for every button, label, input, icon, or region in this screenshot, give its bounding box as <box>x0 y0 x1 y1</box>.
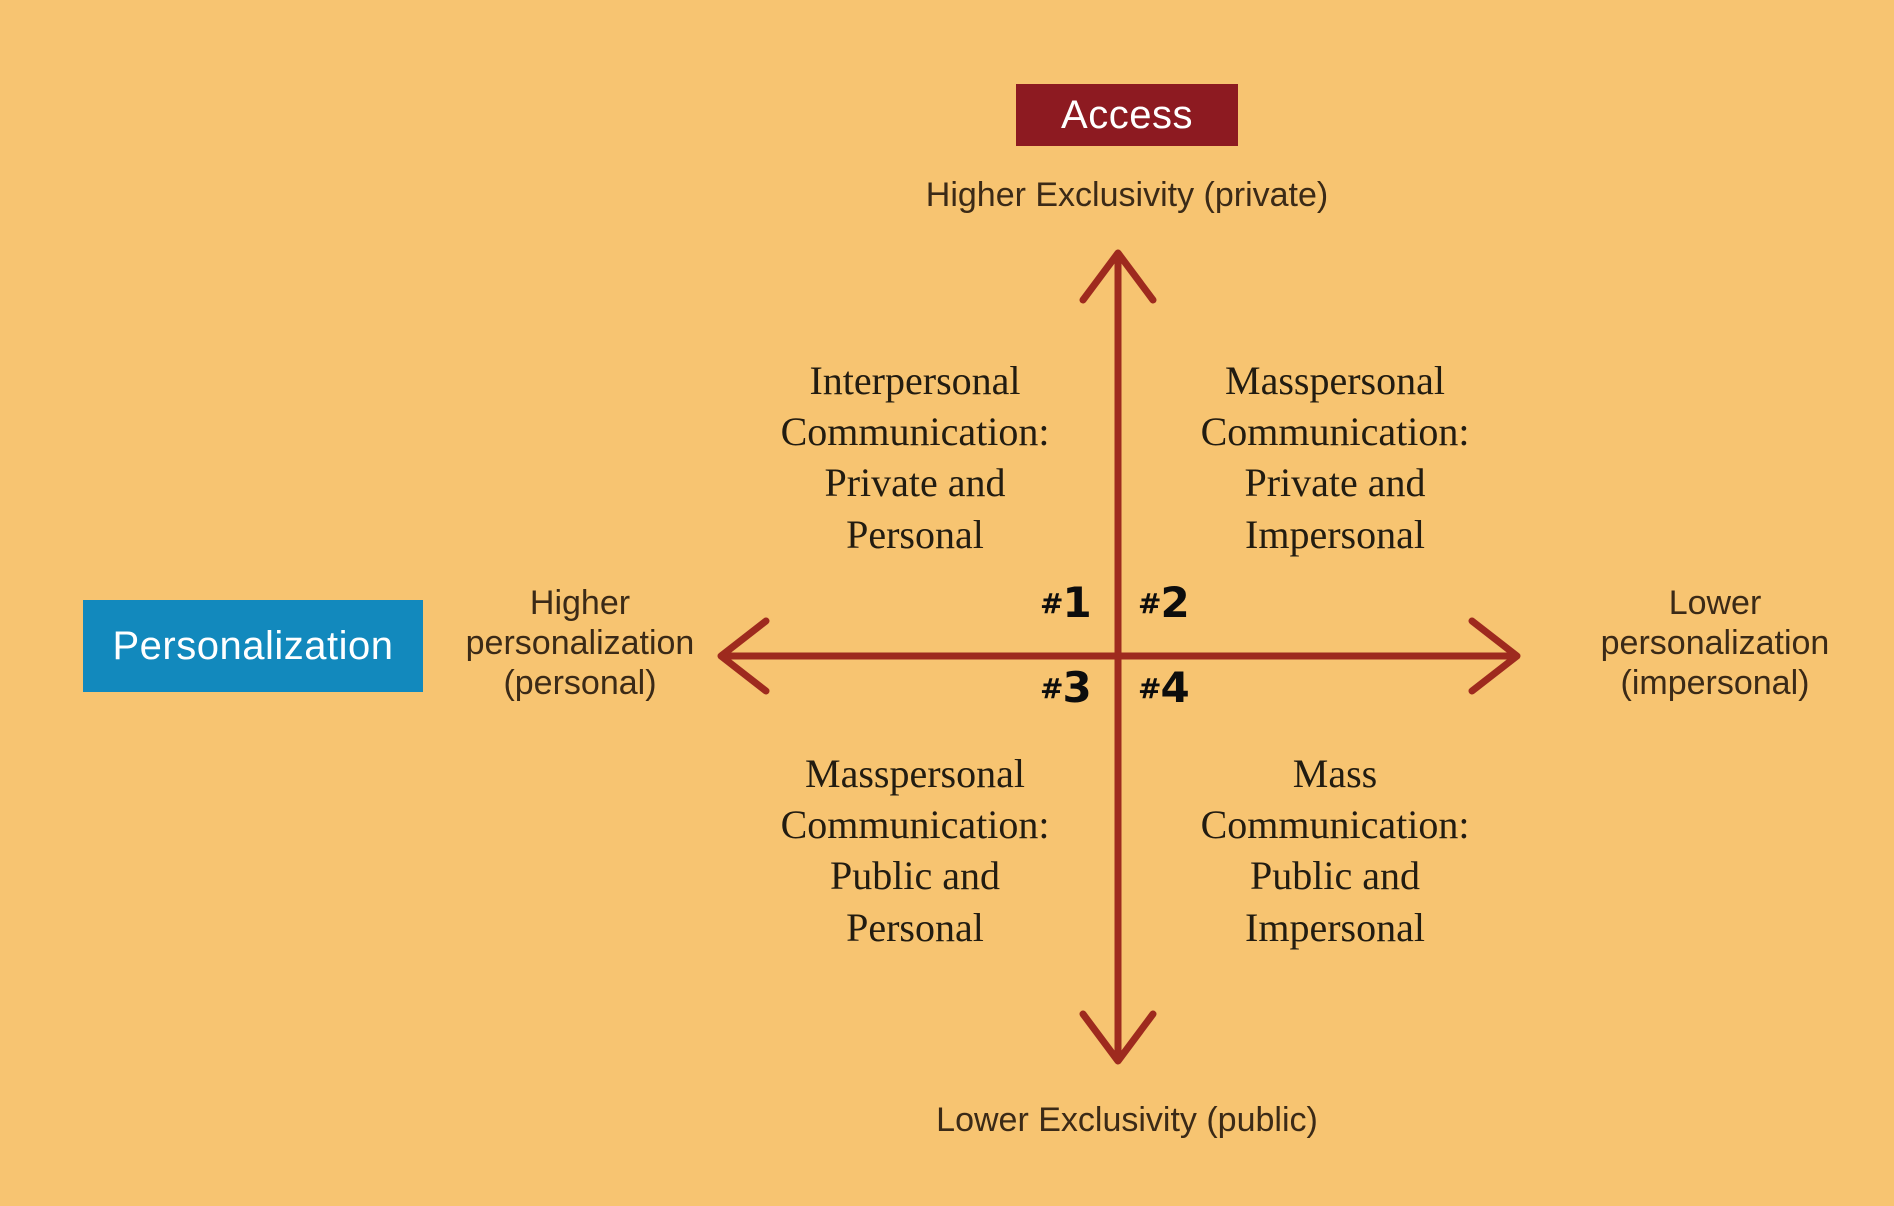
axis-label-top: Higher Exclusivity (private) <box>925 176 1329 214</box>
quadrant-3-number: #3 <box>1040 663 1092 712</box>
quadrant-3-line-1: Masspersonal <box>805 751 1025 796</box>
access-axis-badge: Access <box>1016 84 1238 146</box>
quadrant-2-text: Masspersonal Communication: Private and … <box>1145 355 1525 560</box>
quadrant-2-line-3: Private and <box>1244 460 1426 506</box>
quadrant-3-text: Masspersonal Communication: Public and P… <box>725 748 1105 953</box>
quadrant-2-line-4: Impersonal <box>1245 511 1425 557</box>
quadrant-4-line-2: Communication: <box>1200 802 1470 848</box>
axis-label-right: Lower personalization (impersonal) <box>1565 583 1865 703</box>
quadrant-1-number-value: 1 <box>1062 578 1091 627</box>
quadrant-2-line-1: Masspersonal <box>1225 358 1445 403</box>
quadrant-2-number-hash: # <box>1138 587 1161 620</box>
quadrant-1-line-1: Interpersonal <box>809 358 1021 403</box>
quadrant-4-text: Mass Communication: Public and Impersona… <box>1145 748 1525 953</box>
quadrant-4-line-4: Impersonal <box>1245 904 1425 950</box>
quadrant-4-number-hash: # <box>1138 672 1161 705</box>
quadrant-3-line-2: Communication: <box>780 802 1050 848</box>
quadrant-3-line-3: Public and <box>830 853 1000 899</box>
axis-label-left: Higher personalization (personal) <box>430 583 730 703</box>
quadrant-4-line-1: Mass <box>1292 751 1378 796</box>
quadrant-4-number: #4 <box>1138 663 1190 712</box>
axis-label-right-line-1: Lower <box>1668 584 1762 622</box>
quadrant-4-line-3: Public and <box>1250 853 1420 899</box>
axis-label-right-line-2: personalization <box>1600 624 1830 663</box>
quadrant-1-line-2: Communication: <box>780 409 1050 455</box>
horizontal-axis-right-arrowhead <box>1468 617 1521 695</box>
quadrant-1-text: Interpersonal Communication: Private and… <box>725 355 1105 560</box>
vertical-axis-up-arrowhead <box>1079 249 1157 304</box>
horizontal-axis-left-arrowhead <box>717 617 770 695</box>
axis-label-bottom: Lower Exclusivity (public) <box>936 1101 1318 1139</box>
vertical-axis-down-arrowhead <box>1079 1010 1157 1065</box>
quadrant-3-line-4: Personal <box>846 904 984 950</box>
quadrant-1-line-3: Private and <box>824 460 1006 506</box>
quadrant-3-number-hash: # <box>1040 672 1063 705</box>
axis-label-left-line-2: personalization <box>465 624 695 663</box>
quadrant-3-number-value: 3 <box>1062 663 1091 712</box>
access-axis-badge-label: Access <box>1061 92 1193 137</box>
quadrant-1-number: #1 <box>1040 578 1092 627</box>
quadrant-1-number-hash: # <box>1040 587 1063 620</box>
quadrant-1-line-4: Personal <box>846 511 984 557</box>
personalization-axis-badge-label: Personalization <box>112 623 394 668</box>
quadrant-2-number: #2 <box>1138 578 1190 627</box>
quadrant-2-line-2: Communication: <box>1200 409 1470 455</box>
personalization-axis-badge: Personalization <box>83 600 423 692</box>
axis-label-left-line-1: Higher <box>529 584 631 622</box>
quadrant-4-number-value: 4 <box>1160 663 1189 712</box>
quadrant-2-number-value: 2 <box>1160 578 1189 627</box>
axis-label-left-line-3: (personal) <box>503 664 657 703</box>
axis-label-right-line-3: (impersonal) <box>1620 664 1810 703</box>
